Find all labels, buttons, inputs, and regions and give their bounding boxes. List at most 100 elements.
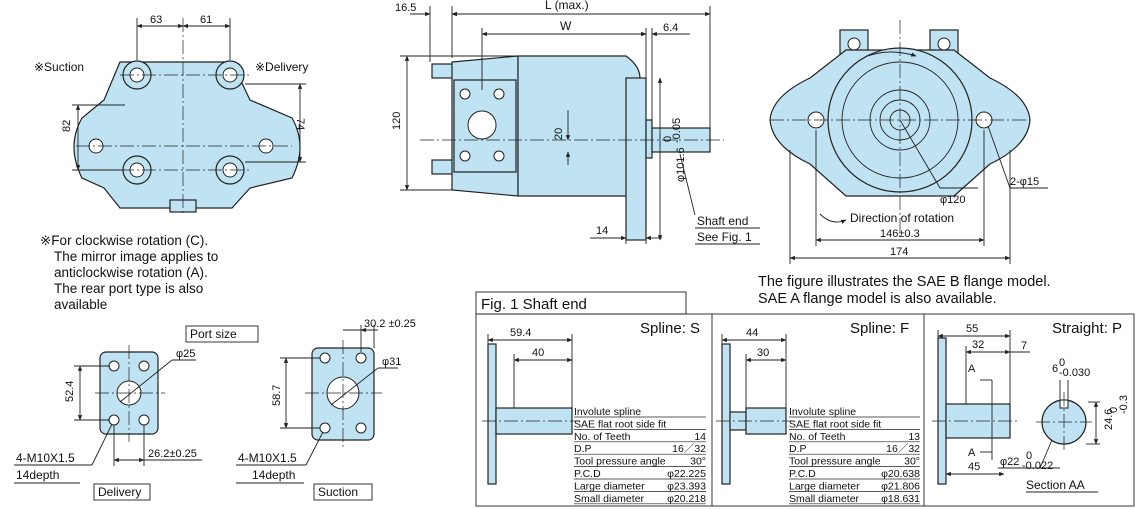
spec-value: 16／32	[886, 443, 920, 455]
spline-f-flange	[721, 343, 731, 485]
spec-label: No. of Teeth	[574, 431, 631, 443]
dim-L-max: L (max.)	[545, 0, 589, 12]
spec-value: φ21.806	[881, 480, 920, 492]
spec-value: φ20.638	[881, 468, 920, 480]
side-view-pilot	[645, 119, 653, 159]
port-delivery-view: Port size φ25 52.4 26.2±0.25 4-M10X1.5 1…	[14, 325, 259, 501]
dim-6-4: 6.4	[663, 22, 678, 34]
dim-74: 74	[294, 118, 306, 130]
dim-2-phi15: 2-φ15	[1010, 176, 1039, 188]
section-label-a-top: A	[968, 363, 976, 375]
rotation-note: ※For clockwise rotation (C). The mirror …	[40, 233, 218, 312]
spec-label: Large diameter	[574, 480, 645, 492]
rotation-note-line5: available	[54, 297, 107, 312]
dim-6-tol-lower: -0.030	[1059, 367, 1090, 379]
dim-55: 55	[966, 323, 978, 335]
spec-value: φ22.225	[667, 468, 706, 480]
straight-p-heading: Straight: P	[1052, 320, 1122, 337]
figure-note-line2: SAE A flange model is also available.	[758, 291, 997, 307]
dim-phi22-tol-upper: 0	[1026, 450, 1032, 462]
spec-value: φ20.218	[667, 493, 706, 505]
spec-value: φ23.393	[667, 480, 706, 492]
spec-label: Tool pressure angle	[574, 456, 666, 468]
dim-phi22-tol-lower: -0.022	[1022, 460, 1053, 472]
suction-depth-label: 14depth	[252, 468, 295, 482]
flange-view: φ120 2-φ15 Direction of rotation 146±0.3…	[769, 20, 1048, 264]
dim-phi101-6: φ101.6	[675, 147, 687, 182]
dim-6: 6	[1052, 363, 1058, 375]
dim-24-6-tol-upper: 0	[1108, 407, 1120, 413]
spec-label: Small diameter	[574, 493, 645, 505]
figure-note-line1: The figure illustrates the SAE B flange …	[758, 274, 1051, 290]
dim-45: 45	[968, 461, 980, 473]
spec-label: SAE flat root side fit	[789, 418, 881, 430]
section-label-a-bottom: A	[968, 447, 976, 459]
dim-146: 146±0.3	[880, 228, 920, 240]
dim-30-2: 30.2 ±0.25	[364, 318, 416, 330]
rotation-note-line1: ※For clockwise rotation (C).	[40, 233, 208, 248]
dim-58-7: 58.7	[271, 385, 283, 406]
see-fig-label: See Fig. 1	[697, 230, 752, 244]
dim-26-2: 26.2±0.25	[148, 448, 197, 460]
spec-value: φ18.631	[881, 493, 920, 505]
rotation-note-line2: The mirror image applies to	[54, 249, 218, 264]
dim-14: 14	[596, 225, 608, 237]
delivery-caption: Delivery	[98, 485, 141, 499]
dim-120: 120	[391, 112, 403, 130]
dim-30: 30	[757, 347, 769, 359]
dim-W: W	[560, 19, 572, 33]
dim-7: 7	[1021, 340, 1027, 352]
straight-p-flange	[937, 337, 947, 485]
suction-caption-box	[313, 483, 373, 501]
dim-phi101-6-tol-lower: -0.05	[671, 118, 683, 143]
dim-32: 32	[972, 339, 984, 351]
spec-value: 16／32	[672, 443, 706, 455]
port-suction-view: 30.2 ±0.25 φ31 58.7 4-M10X1.5 14depth Su…	[236, 318, 416, 501]
spec-label: D.P	[574, 443, 592, 455]
dim-174: 174	[890, 246, 908, 258]
spec-value: 13	[908, 431, 920, 443]
front-view: 63 61 ※Suction ※Delivery 82 74	[34, 14, 308, 215]
spec-value: 30°	[904, 456, 920, 468]
suction-thread-label: 4-M10X1.5	[238, 451, 297, 465]
dim-phi101-6-tol-upper: 0	[662, 136, 674, 142]
dim-phi25: φ25	[176, 348, 195, 360]
spline-f-heading: Spline: F	[850, 320, 909, 337]
spec-label: Involute spline	[574, 406, 641, 418]
spec-label: P.C.D	[789, 468, 816, 480]
dim-16-5: 16.5	[395, 2, 416, 14]
spline-s-heading: Spline: S	[640, 320, 700, 337]
spline-s-flange	[487, 343, 497, 485]
side-view: 16.5 L (max.) W 6.4 120 20 φ101.6 0 -0.0…	[391, 0, 760, 245]
side-port-top	[431, 63, 455, 79]
spec-label: P.C.D	[574, 468, 601, 480]
side-view-front-body	[517, 55, 641, 197]
spec-label: D.P	[789, 443, 807, 455]
spec-label: Tool pressure angle	[789, 456, 881, 468]
dim-82: 82	[61, 120, 73, 132]
shaft-end-label: Shaft end	[697, 214, 748, 228]
dim-44: 44	[746, 327, 758, 339]
suction-caption: Suction	[318, 485, 358, 499]
dim-phi31: φ31	[382, 356, 401, 368]
straight-p-panel: Straight: P 55 32 7 A A 45	[932, 320, 1130, 493]
spec-value: 30°	[690, 456, 706, 468]
side-port-bottom	[431, 159, 455, 175]
dim-59-4: 59.4	[510, 327, 531, 339]
spec-label: SAE flat root side fit	[574, 418, 666, 430]
spec-label: No. of Teeth	[789, 431, 846, 443]
dim-6-tol-upper: 0	[1059, 357, 1065, 369]
spec-label: Large diameter	[789, 480, 860, 492]
delivery-depth-label: 14depth	[16, 468, 59, 482]
direction-of-rotation-label: Direction of rotation	[850, 211, 954, 225]
rotation-note-line4: The rear port type is also	[54, 281, 203, 296]
dim-24-6: 24.6	[1103, 409, 1115, 430]
dim-phi22: φ22	[1000, 456, 1019, 468]
fig1-shaft-end: Fig. 1 Shaft end Spline: S 59.4 40 Invol…	[475, 291, 1135, 507]
delivery-caption-box	[93, 483, 151, 501]
